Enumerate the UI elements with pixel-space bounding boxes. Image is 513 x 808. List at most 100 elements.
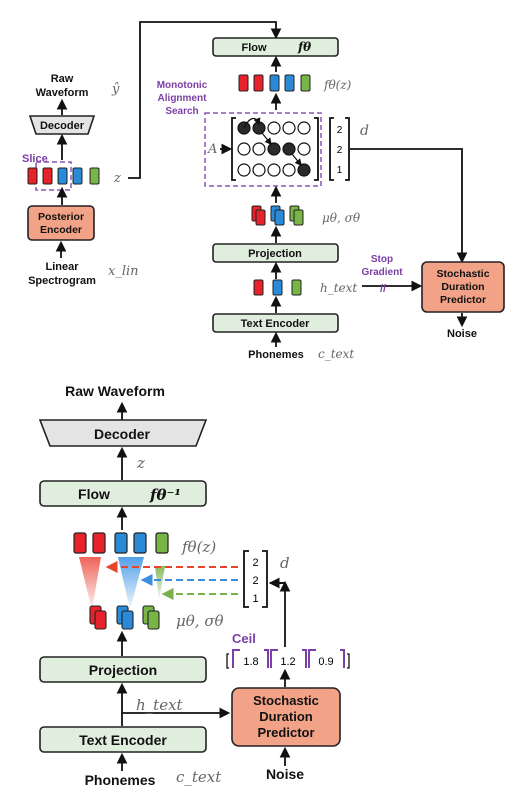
cell-r2c1 [237,142,251,156]
posterior-encoder-line2: Encoder [40,224,82,236]
phonemes-label-bottom: Phonemes [85,772,156,788]
cell-r2c4 [282,142,296,156]
cell-r2c5 [297,142,311,156]
raw-waveform-label-bottom: Raw Waveform [65,383,165,399]
ceil-durations: 1.8 1.2 0.9 [226,649,350,669]
prior-red-front [255,209,266,226]
ceil-bracket-left-3 [308,649,316,668]
prior-b-red-front [94,610,107,630]
mas-label-line3: Search [165,106,198,117]
ftz-frame-blue-2 [284,74,295,92]
ceil-label: Ceil [232,631,256,646]
cell-r1c3 [267,121,281,135]
d-vector-right-bracket-top [345,117,350,181]
ftz-b-red-2 [92,532,106,554]
d-value-1-bottom: 2 [252,557,258,569]
frame-green-1 [89,167,100,185]
ceil-bracket-right-3 [340,649,345,668]
d-to-sdp-arrow [350,148,468,264]
d-vector-left-bracket-top [329,117,334,181]
flow-block-top [212,37,339,57]
text-encoder-label-bottom: Text Encoder [79,732,167,748]
path-step-1 [261,132,272,146]
ftz-frame-blue-1 [269,74,280,92]
decoder-label-bottom: Decoder [94,426,151,442]
duration-value-2: 1.2 [280,656,295,668]
projection-label-top: Projection [248,248,302,260]
h-text-label-top: h_text [320,281,357,295]
d-value-1-top: 2 [337,125,343,136]
noise-label-bottom: Noise [266,766,304,782]
prior-frames-bottom [89,605,160,630]
ftz-b-green-1 [155,532,169,554]
alignment-A-symbol: A [207,142,217,157]
x-lin-symbol: x_lin [108,264,139,279]
decoder-block-bottom [38,419,208,447]
h-text-label-bottom: h_text [136,696,184,714]
flow-block-bottom [39,480,207,507]
expand-cone-red [79,557,101,610]
sdp-block-top [421,261,505,313]
sdp-block-bottom [231,687,341,747]
f-theta-z-label-bottom: fθ(z) [181,538,216,556]
latent-z-frames-top [27,167,100,185]
duration-vector-right-bracket [347,653,350,669]
ceil-bracket-left-1 [232,649,240,668]
ceil-bracket-right-1 [264,649,269,668]
ceil-bracket-right-2 [302,649,307,668]
c-text-label-bottom: c_text [176,768,222,786]
decoder-block-top [28,115,96,135]
phonemes-label-top: Phonemes [248,349,304,361]
cell-r3c3 [267,163,281,177]
prior-b-green-front [147,610,160,630]
ftheta-z-frames-top [238,74,311,92]
frame-blue-1 [57,167,68,185]
d-value-3-bottom: 1 [252,593,258,605]
sdp-label-line1-bottom: Stochastic [253,693,319,708]
d-value-2-bottom: 2 [252,575,258,587]
cell-r2c2 [252,142,266,156]
htext-frames-top [253,279,302,296]
ftz-frame-red-1 [238,74,249,92]
prior-frames-top [251,205,304,226]
stop-gradient-mark: // [380,283,386,295]
mas-dashed-box [204,112,322,187]
ceil-bracket-left-2 [270,649,278,668]
posterior-encoder-line1: Posterior [38,211,84,223]
mas-label-line1: Monotonic [157,80,208,91]
linear-spectrogram-line2: Spectrogram [28,275,96,287]
sdp-label-line3-bottom: Predictor [257,725,314,740]
d-symbol-bottom: d [280,554,290,572]
alignment-matrix [237,117,311,177]
mu-sigma-label-top: μθ, σθ [322,211,361,225]
d-value-3-top: 1 [337,165,343,176]
sdp-label-line2-bottom: Duration [259,709,313,724]
cell-r3c4 [282,163,296,177]
frame-red-1 [27,167,38,185]
duration-value-3: 0.9 [318,656,333,668]
matrix-left-bracket [231,117,236,181]
raw-waveform-label-line1: Raw [51,73,74,85]
matrix-right-bracket [314,117,319,181]
ftz-b-blue-1 [114,532,128,554]
flow-label-bottom: Flow [78,486,110,502]
z-symbol-bottom: z [136,454,145,472]
cell-r3c5 [297,163,311,177]
projection-label-bottom: Projection [89,662,157,678]
f-theta-z-label-top: fθ(z) [323,78,352,92]
htext-red [253,279,264,296]
z-symbol-top: z [113,171,121,186]
d-vector-left-bracket-bottom [243,550,249,608]
duration-value-1: 1.8 [243,656,258,668]
text-encoder-block-bottom [39,726,207,753]
path-step-2 [291,153,302,167]
stop-gradient-line2: Gradient [361,267,403,278]
y-hat-symbol: ŷ [111,82,120,97]
cell-r1c5 [297,121,311,135]
c-text-label-top: c_text [318,347,354,361]
cell-r3c1 [237,163,251,177]
ftheta-z-frames-bottom [73,532,169,554]
sdp-label-line1-top: Stochastic [436,268,489,280]
text-encoder-label-top: Text Encoder [241,318,311,330]
